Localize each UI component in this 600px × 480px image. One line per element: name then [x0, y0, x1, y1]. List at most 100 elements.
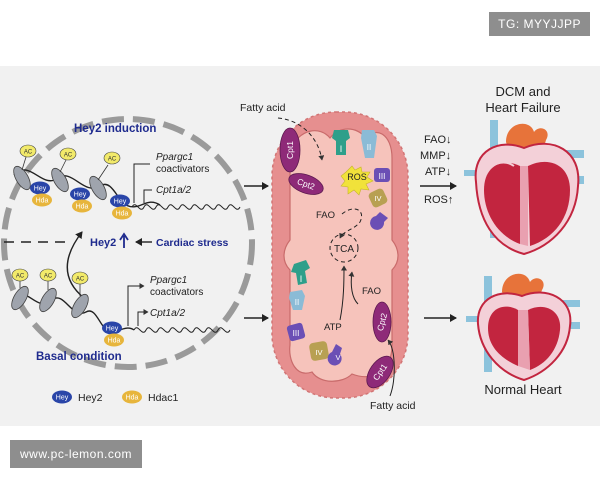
- svg-text:Hey: Hey: [106, 326, 119, 333]
- legend-hda-name: Hdac1: [148, 392, 179, 404]
- dna-helix: [133, 327, 231, 333]
- hey2-up-label: Hey2: [90, 237, 116, 249]
- svg-text:II: II: [367, 143, 371, 152]
- cpt2-bottom: Cpt2: [372, 301, 392, 343]
- effect-atp: ATP↓: [425, 166, 451, 178]
- ac-mark: AC: [97, 151, 121, 181]
- nucleosome: [13, 165, 31, 191]
- dna-helix: [131, 204, 241, 210]
- effect-mmp: MMP↓: [420, 150, 451, 162]
- complex-iii-top: III: [374, 168, 390, 182]
- complex-ii-bottom: II: [289, 290, 305, 310]
- complex-iii-bottom: III: [286, 322, 306, 342]
- dcm-title-line1: DCM and: [496, 84, 551, 99]
- svg-text:III: III: [293, 329, 300, 338]
- svg-text:Hda: Hda: [126, 395, 139, 402]
- outcomes: FAO↓ MMP↓ ATP↓ ROS↑ DCM and Heart Failur…: [420, 84, 562, 397]
- svg-text:IV: IV: [315, 348, 322, 357]
- legend: Hey Hey2 Hda Hdac1: [52, 390, 179, 404]
- normal-heart-title: Normal Heart: [484, 382, 562, 397]
- complex-i-bottom: I: [291, 260, 310, 285]
- svg-text:Hey: Hey: [74, 192, 87, 199]
- gene-cpt1a2-top: Cpt1a/2: [156, 185, 191, 196]
- complex-iv-bottom: IV: [309, 341, 329, 361]
- svg-text:AC: AC: [44, 274, 53, 280]
- watermark-top: TG: MYYJJPP: [489, 12, 590, 36]
- svg-text:AC: AC: [24, 150, 33, 156]
- cardiac-stress-label: Cardiac stress: [156, 237, 229, 249]
- nucleosome: [39, 287, 57, 313]
- ac-mark: AC: [39, 268, 57, 290]
- cpt1-top: Cpt1: [279, 127, 301, 173]
- svg-text:AC: AC: [64, 153, 73, 159]
- ac-mark: AC: [71, 271, 89, 296]
- gene-ppargc1-top: Ppargc1: [156, 152, 193, 163]
- top-title: Hey2 induction: [74, 123, 156, 135]
- ac-mark: AC: [19, 144, 37, 171]
- svg-text:Hda: Hda: [36, 198, 49, 205]
- complex-iv-top: IV: [368, 188, 388, 208]
- fao-top: FAO: [316, 210, 335, 221]
- mitochondrion: Fatty acid Cpt1 Cpt2 I II ROS III IV FAO…: [240, 102, 416, 412]
- nucleus: Hey2 induction Basal condition AC AC AC …: [1, 116, 255, 370]
- normal-heart: [466, 273, 580, 382]
- svg-text:II: II: [295, 298, 299, 307]
- tca-label: TCA: [334, 244, 354, 255]
- svg-text:AC: AC: [16, 274, 25, 280]
- svg-text:Cpt2: Cpt2: [375, 312, 389, 332]
- gene-cpt1a2-bottom: Cpt1a/2: [150, 308, 185, 319]
- svg-text:Hey: Hey: [56, 395, 69, 402]
- coactivators-bottom: coactivators: [150, 287, 203, 298]
- svg-text:IV: IV: [374, 194, 381, 203]
- coactivators-top: coactivators: [156, 164, 209, 175]
- up-arrow: [119, 232, 129, 248]
- legend-hda-swatch: [122, 390, 142, 404]
- atp-label: ATP: [324, 322, 342, 333]
- legend-hey-name: Hey2: [78, 392, 103, 404]
- svg-text:Hda: Hda: [108, 338, 121, 345]
- arrow-basal-to-induction: [66, 231, 85, 299]
- complex-v-top: [370, 212, 388, 230]
- complex-ii-top: II: [361, 130, 377, 158]
- svg-text:III: III: [379, 172, 386, 181]
- svg-text:ROS: ROS: [347, 172, 367, 182]
- svg-text:Hda: Hda: [116, 211, 129, 218]
- nucleosome: [11, 285, 29, 311]
- fatty-acid-top-arrow: [277, 117, 325, 161]
- inner-matrix: [283, 128, 399, 382]
- gene-ppargc1-bottom: Ppargc1: [150, 275, 187, 286]
- svg-text:I: I: [300, 274, 303, 284]
- bottom-title: Basal condition: [36, 351, 122, 363]
- svg-text:Hey: Hey: [114, 199, 127, 206]
- nuclear-envelope: [1, 116, 255, 370]
- fao-bottom: FAO: [362, 286, 381, 297]
- ros-burst: ROS: [340, 165, 374, 196]
- svg-text:AC: AC: [76, 277, 85, 283]
- ac-mark: AC: [11, 268, 29, 288]
- nucleosome: [89, 175, 107, 201]
- fatty-acid-top: Fatty acid: [240, 102, 286, 114]
- watermark-bottom: www.pc-lemon.com: [10, 440, 143, 468]
- svg-text:V: V: [335, 353, 340, 362]
- effect-fao: FAO↓: [424, 134, 452, 146]
- effect-ros: ROS↑: [424, 194, 453, 206]
- complex-v-bottom: V: [327, 344, 342, 366]
- complex-i-top: I: [332, 130, 350, 155]
- dcm-heart: [464, 120, 584, 256]
- cpt1-bottom: Cpt1: [366, 355, 394, 389]
- dcm-title-line2: Heart Failure: [485, 100, 560, 115]
- nucleosome: [71, 293, 89, 319]
- fatty-acid-bottom: Fatty acid: [370, 400, 416, 412]
- cpt2-top: Cpt2: [288, 173, 324, 195]
- legend-hey-swatch: [52, 390, 72, 404]
- nucleosome: [51, 167, 69, 193]
- svg-text:I: I: [340, 144, 343, 154]
- svg-text:AC: AC: [108, 157, 117, 163]
- svg-text:Cpt1: Cpt1: [285, 141, 295, 159]
